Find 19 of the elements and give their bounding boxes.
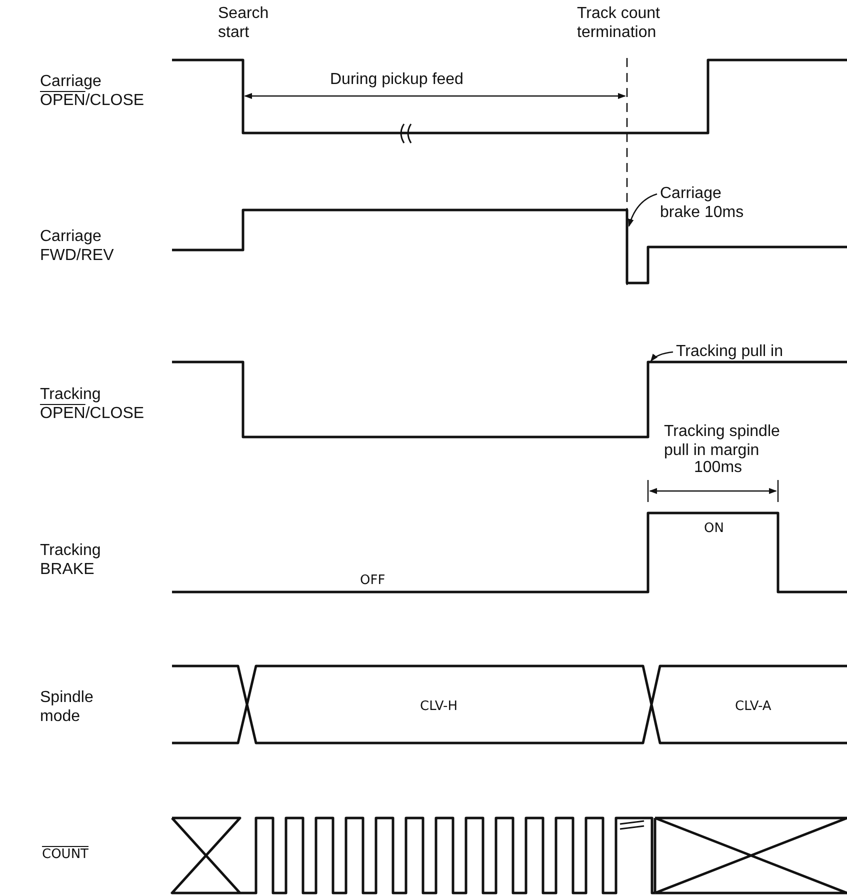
state-label: ON bbox=[704, 520, 725, 538]
annotation-text: Carriage brake 10ms bbox=[660, 184, 750, 222]
state-label: OFF bbox=[360, 572, 386, 590]
signal-label: Tracking BRAKE bbox=[40, 541, 102, 579]
annotation-text: Tracking pull in bbox=[676, 342, 846, 361]
signal-label: Carriage FWD/REV bbox=[40, 227, 115, 265]
leader-line bbox=[650, 351, 674, 362]
state-label: CLV-A bbox=[735, 698, 772, 716]
signal-label: Spindle mode bbox=[40, 688, 94, 726]
dimension-label: During pickup feed bbox=[330, 70, 464, 89]
dimension-label: 100ms bbox=[694, 458, 744, 477]
state-label: CLV-H bbox=[420, 698, 458, 716]
signal-label: Tracking OPEN/CLOSE bbox=[40, 385, 146, 423]
annotation-text: Tracking spindle pull in margin bbox=[664, 422, 781, 460]
event-label: Track count termination bbox=[577, 4, 661, 42]
event-label: Search start bbox=[218, 4, 270, 42]
signal-label: COUNT bbox=[42, 846, 90, 864]
leader-line bbox=[628, 193, 658, 227]
signal-label: Carriage OPEN/CLOSE bbox=[40, 72, 146, 110]
